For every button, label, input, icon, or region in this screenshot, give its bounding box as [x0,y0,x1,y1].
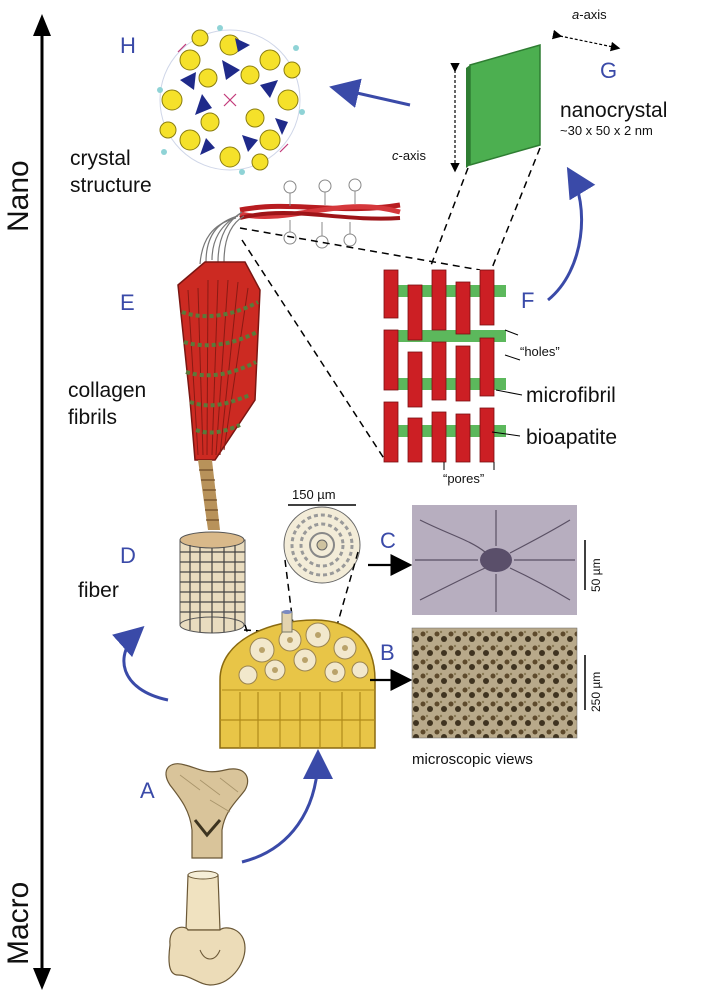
panel-letter-d: D [120,543,136,568]
crystal-label-line1: crystal [70,147,131,170]
scale-150-label: 150 µm [292,487,336,502]
collagen-label-line1: collagen [68,379,147,402]
fiber-cylinder [179,531,246,634]
a-axis-arrow [551,29,621,52]
pores-label: “pores” [443,471,485,486]
fiber-label: fiber [78,579,119,602]
femur-bone [165,763,249,986]
panel-letter-f: F [521,288,535,313]
microfibril-label: microfibril [526,384,616,407]
zoom-lines-e-f [239,227,481,461]
nanocrystal-platelet [466,44,541,168]
crystal-label-line2: structure [70,174,152,197]
arrow-g-to-h [329,78,411,108]
collagen-label-line2: fibrils [68,406,118,429]
a-axis-label: a-axis [572,7,607,22]
nanocrystal-label: nanocrystal [560,99,668,122]
micrograph-b [411,627,578,739]
scale-50-label: 50 µm [589,558,603,592]
microscopic-views-label: microscopic views [412,751,533,768]
panel-letter-g: G [600,58,618,83]
arrow-f-to-g [547,166,596,302]
scale-arrow [33,14,51,990]
micrograph-c [412,505,577,615]
scale-label-nano: Nano [2,160,35,232]
panel-letter-a: A [140,778,155,803]
panel-letter-e: E [120,290,135,315]
panel-letter-b: B [380,640,395,665]
arrow-d-curve [112,626,169,702]
osteon-cross-section [283,506,361,584]
compact-bone-block [219,610,376,749]
collagen-fibril-bundle [177,178,401,530]
scale-label-macro: Macro [2,881,35,965]
panel-letter-c: C [380,528,396,553]
arrow-a-to-b [241,749,333,864]
panel-letter-h: H [120,33,136,58]
crystal-structure-diagram [157,25,305,175]
nanocrystal-size-label: ~30 x 50 x 2 nm [560,123,653,138]
microfibril-model [383,269,523,470]
c-axis-label: c-axis [392,148,426,163]
scale-250-label: 250 µm [589,671,603,712]
zoom-lines-g-f [429,147,541,269]
holes-label: “holes” [520,344,560,359]
bioapatite-label: bioapatite [526,426,618,449]
